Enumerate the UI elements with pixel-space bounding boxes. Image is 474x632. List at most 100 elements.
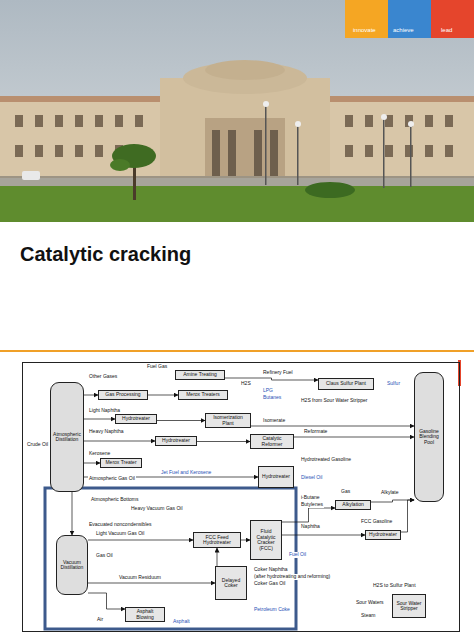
stream-label: Light Naphtha	[88, 408, 121, 414]
product-label: Petroleum Coke	[253, 607, 291, 613]
flow-line	[88, 583, 215, 584]
unit-name: Catalytic Reformer	[253, 436, 291, 447]
column-vessel: Atmospheric Distillation	[50, 382, 84, 492]
process-box: Hydrotreater	[155, 436, 197, 446]
process-box: Fluid Catalytic Cracker (FCC)	[250, 520, 282, 560]
stream-label: (after hydrotreating and reforming)	[253, 574, 331, 580]
flow-line	[217, 548, 218, 566]
column-vessel: Vacuum Distillation	[56, 535, 88, 595]
stream-label: Heavy Naphtha	[88, 429, 124, 435]
stream-label: Steam	[360, 613, 376, 619]
unit-name: Asphalt Blowing	[128, 609, 162, 620]
unit-name: Hydrotreater	[262, 474, 290, 480]
unit-name: Fluid Catalytic Cracker (FCC)	[253, 529, 279, 551]
header-tabs	[345, 0, 474, 38]
process-box: Isomerization Plant	[205, 413, 251, 428]
stream-label: Crude Oil	[26, 442, 49, 448]
flow-line	[84, 419, 115, 420]
stream-label: Atmospheric Gas Oil	[88, 476, 136, 482]
flow-line	[197, 441, 250, 442]
flow-line	[282, 535, 365, 536]
process-box: Hydrotreater	[365, 530, 401, 540]
stream-label: Other Gases	[88, 374, 118, 380]
unit-name: Amine Treating	[183, 372, 217, 378]
flow-line	[371, 500, 414, 502]
stream-label: Sour Waters	[355, 600, 385, 606]
product-label: Sulfur	[386, 381, 401, 387]
slide-title: Catalytic cracking	[20, 243, 191, 266]
stream-label: Coker Gas Oil	[253, 581, 286, 587]
flow-line	[88, 593, 125, 609]
stream-label: H2S	[240, 381, 252, 387]
unit-name: Isomerization Plant	[208, 415, 248, 426]
product-label: Diesel Oil	[300, 475, 323, 481]
stream-label: Air	[96, 617, 104, 623]
flow-line	[225, 378, 318, 380]
process-box: Delayed Coker	[215, 566, 247, 600]
unit-name: Merox Treater	[105, 460, 136, 466]
unit-name: Gasoline Blending Pool	[417, 429, 441, 446]
unit-name: Vacuum Distillation	[59, 560, 85, 571]
campus-photo	[0, 0, 474, 222]
flow-line	[88, 540, 193, 541]
unit-name: Atmospheric Distillation	[53, 432, 81, 443]
stream-label: Refinery Fuel	[262, 370, 294, 376]
stream-label: FCC Gasoline	[360, 519, 393, 525]
process-box: Merox Treaters	[178, 390, 228, 400]
stream-label: i-Butane	[300, 495, 321, 501]
process-box: Hydrotreater	[115, 414, 157, 424]
stream-label: Light Vacuum Gas Oil	[95, 531, 145, 537]
tab-label: achieve	[392, 27, 415, 34]
flow-line	[84, 395, 98, 396]
flow-line	[294, 437, 414, 438]
tab-label: lead	[440, 27, 453, 34]
stream-label: H2S from Sour Water Stripper	[300, 398, 369, 404]
process-box: Gas Processing	[98, 390, 148, 400]
process-box: Asphalt Blowing	[125, 607, 165, 622]
process-box: Amine Treating	[175, 370, 225, 380]
process-box: Merox Treater	[100, 458, 142, 468]
flow-line	[401, 500, 414, 532]
flow-line	[84, 463, 100, 464]
stream-label: Evacuated noncondensibles	[88, 522, 153, 528]
stream-label: H2S to Sulfur Plant	[372, 583, 417, 589]
unit-name: Claus Sulfur Plant	[326, 381, 366, 387]
flow-line	[84, 441, 155, 442]
unit-name: Hydrotreater	[162, 438, 190, 444]
stream-label: Kerosene	[88, 451, 111, 457]
flow-line	[241, 540, 250, 541]
process-box: Catalytic Reformer	[250, 434, 294, 449]
flow-line	[72, 492, 73, 535]
stream-label: Vacuum Residuum	[118, 575, 162, 581]
stream-label: Gas Oil	[95, 553, 114, 559]
process-box: FCC Feed Hydrotreater	[193, 532, 241, 548]
stream-label: Isomerate	[262, 418, 286, 424]
column-vessel: Gasoline Blending Pool	[414, 372, 444, 502]
flow-line	[148, 395, 178, 396]
unit-name: Alkylation	[342, 502, 363, 508]
unit-name: Delayed Coker	[218, 578, 244, 589]
stream-label: Atmospheric Bottoms	[90, 497, 140, 503]
unit-name: Merox Treaters	[186, 392, 220, 398]
product-label: Butanes	[262, 395, 282, 401]
flow-line	[157, 420, 205, 421]
process-box: Claus Sulfur Plant	[318, 378, 374, 390]
product-label: Asphalt	[172, 619, 191, 625]
unit-name: FCC Feed Hydrotreater	[196, 535, 238, 546]
diagram-frame	[23, 363, 460, 632]
flow-line	[282, 508, 335, 522]
stream-label: Fuel Gas	[146, 364, 168, 370]
unit-name: Hydrotreater	[122, 416, 150, 422]
process-box: Hydrotreater	[258, 466, 294, 488]
process-box: Alkylation	[335, 500, 371, 510]
stream-label: Heavy Vacuum Gas Oil	[130, 506, 184, 512]
slide-rule	[0, 350, 474, 386]
stream-label: Coker Naphtha	[253, 567, 289, 573]
tab-label: innovate	[352, 27, 377, 34]
stream-label: Reformate	[303, 429, 328, 435]
stream-label: Butylenes	[300, 502, 324, 508]
stream-label: Alkylate	[380, 490, 400, 496]
stream-label: Hydrotreated Gasoline	[300, 457, 352, 463]
product-label: LPG	[262, 388, 274, 394]
